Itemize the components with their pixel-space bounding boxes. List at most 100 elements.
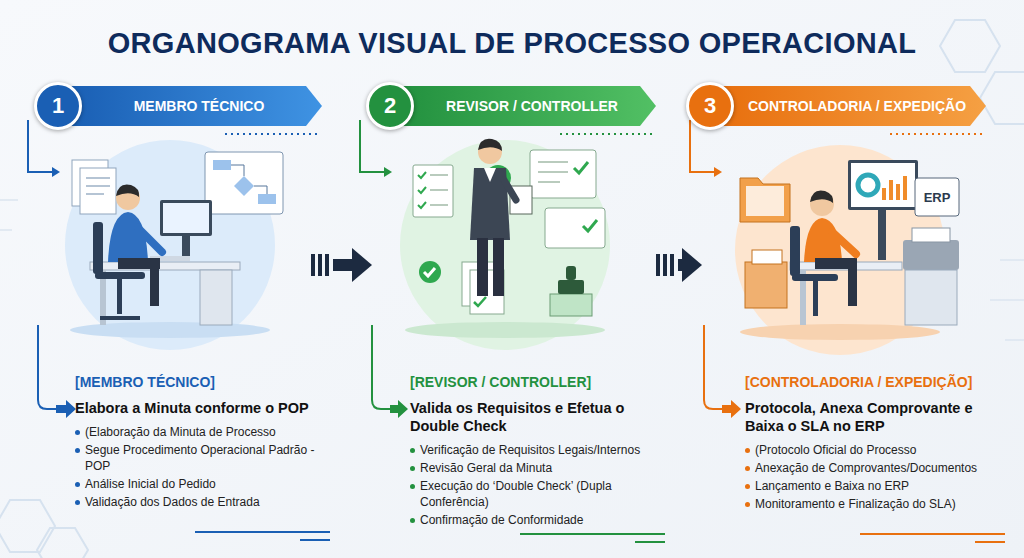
dotted-line [560,133,655,135]
task-item-row: Execução do ‘Double Check’ (Dupla Confer… [410,478,665,510]
arrow-stripe [325,254,329,276]
flow-arrow [311,248,372,282]
chair-seat [792,274,838,281]
hex [940,20,1000,72]
chair-back [790,226,800,276]
stage-heading: [MEMBRO TÉCNICO] [75,373,315,391]
person-arm [832,232,856,254]
bullet-dot [745,466,750,471]
task-item: Segue Procedimento Operacional Padrão - … [85,443,314,473]
circuit-line [990,260,1024,340]
check-badge [419,261,441,283]
document [80,168,116,214]
task-item-row: Anexação de Comprovantes/Documentos [745,460,1010,476]
bracket-line [520,534,665,542]
illustration-reviewer [400,139,610,350]
monitor [848,160,918,210]
task-item-row: Segue Procedimento Operacional Padrão - … [75,442,315,474]
arrow-head [714,167,722,177]
desk-drawer [200,270,232,325]
desk [90,262,240,270]
task-item: Análise Inicial do Pedido [85,477,216,491]
chair-base [100,316,140,320]
panel-lines [538,162,568,182]
bullet-dot [75,500,80,505]
heading-arrow [390,400,408,418]
task-item-row: Verificação de Requisitos Legais/Interno… [410,442,665,458]
chair-stem [117,279,122,314]
stage-heading: [REVISOR / CONTROLLER] [410,373,665,391]
stamp-handle [566,266,576,280]
chair-stem [813,281,818,316]
task-item: Confirmação de Conformidade [420,513,583,527]
stage-heading: [CONTROLADORIA / EXPEDIÇÃO] [745,373,1010,391]
checklist [413,165,453,217]
hex [980,72,1024,124]
task-item: Revisão Geral da Minuta [420,461,552,475]
person-leg [848,262,857,306]
band-fill [402,86,656,126]
step-circle: 3 [686,82,734,130]
circuit-line [0,200,18,230]
monitor [160,200,212,236]
bullet-dot [410,518,415,523]
task-item: (Protocolo Oficial do Processo [755,443,916,457]
person-leg [493,238,504,296]
arrow-head [682,248,702,282]
bullet-dot [745,484,750,489]
task-item-row: Monitoramento e Finalização do SLA) [745,496,1010,512]
file-paper [752,250,782,264]
dotted-line [225,133,320,135]
diagram-title: ORGANOGRAMA VISUAL DE PROCESSO OPERACION… [0,27,1024,60]
task-item-row: Validação dos Dados de Entrada [75,494,315,510]
task-item: (Elaboração da Minuta de Processo [85,425,276,439]
task-item-row: Análise Inicial do Pedido [75,476,315,492]
bracket-line [704,325,722,409]
person-leg [150,262,159,306]
monitor-stand [182,236,190,258]
hex [0,500,55,552]
step-number: 1 [52,93,64,119]
bullet-dot [75,448,80,453]
step-number: 2 [384,93,396,119]
printer-paper [912,228,950,242]
arrow-head [352,248,372,282]
check-panel [530,150,596,198]
illustration-dispatch [735,145,959,355]
person-collar [484,168,496,182]
bracket-line [860,534,1005,542]
stage-card: [REVISOR / CONTROLLER]Valida os Requisit… [375,140,653,540]
flow-box [258,194,276,204]
stage-card: [MEMBRO TÉCNICO]Elabora a Minuta conform… [20,140,308,540]
step-circle: 1 [34,82,82,130]
flow-box [213,160,231,170]
card-body: [CONTROLADORIA / EXPEDIÇÃO] Protocola, An… [745,373,1010,514]
illustration-technician [65,140,283,350]
bracket-line [372,325,390,409]
hex [37,528,88,558]
bullet-dot [410,484,415,489]
erp-box [915,178,959,216]
heading-arrow [56,400,76,418]
bracket-line [38,325,56,409]
dotted-line [890,133,985,135]
bullet-dot [75,430,80,435]
step-circle: 2 [366,82,414,130]
stage-band: CONTROLADORIA / EXPEDIÇÃO3 [722,86,986,126]
bar-chart [884,176,905,200]
illustration-bg [65,140,275,350]
band-label: MEMBRO TÉCNICO [70,86,322,126]
stage-summary: Protocola, Anexa Comprovante e Baixa o S… [745,399,1010,435]
person-leg [477,238,488,296]
leader-lines [28,120,1005,542]
stage-band: MEMBRO TÉCNICO1 [70,86,322,126]
stage-summary: Elabora a Minuta conforme o POP [75,399,315,417]
arrow-stripe [311,254,315,276]
task-item-row: Confirmação de Conformidade [410,512,665,528]
cabinet [905,270,957,325]
step-number: 3 [704,93,716,119]
bracket-line [195,532,330,540]
task-item: Validação dos Dados de Entrada [85,495,260,509]
